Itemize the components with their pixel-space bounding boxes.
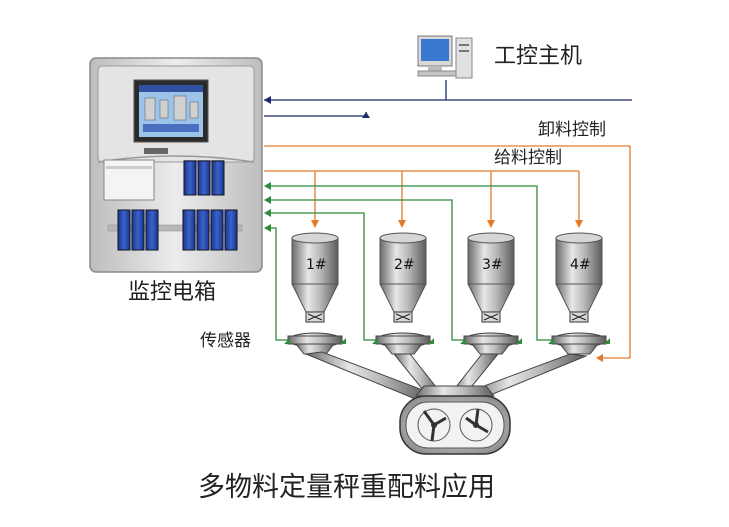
hopper-label-2: 2# [394, 257, 415, 273]
network-line [264, 80, 632, 118]
mixer-icon [399, 385, 511, 455]
hopper-3 [460, 232, 522, 355]
discharge-control-line [264, 145, 631, 359]
hopper-4 [548, 232, 610, 355]
computer-icon [417, 35, 473, 79]
discharge-control-label: 卸料控制 [538, 120, 606, 140]
caption: 多物料定量秤重配料应用 [198, 472, 495, 503]
sensor-signal-lines [264, 182, 552, 341]
touch-screen-icon [133, 79, 209, 154]
hopper-label-4: 4# [570, 257, 591, 273]
feed-control-label: 给料控制 [494, 148, 562, 168]
sensor-label: 传感器 [200, 331, 251, 351]
control-cabinet [89, 57, 263, 273]
host-computer-label: 工控主机 [494, 44, 583, 69]
hopper-label-3: 3# [482, 257, 503, 273]
hopper-2 [372, 232, 434, 355]
control-cabinet-label: 监控电箱 [128, 280, 217, 305]
hopper-1 [284, 232, 346, 355]
hopper-label-1: 1# [306, 257, 327, 273]
